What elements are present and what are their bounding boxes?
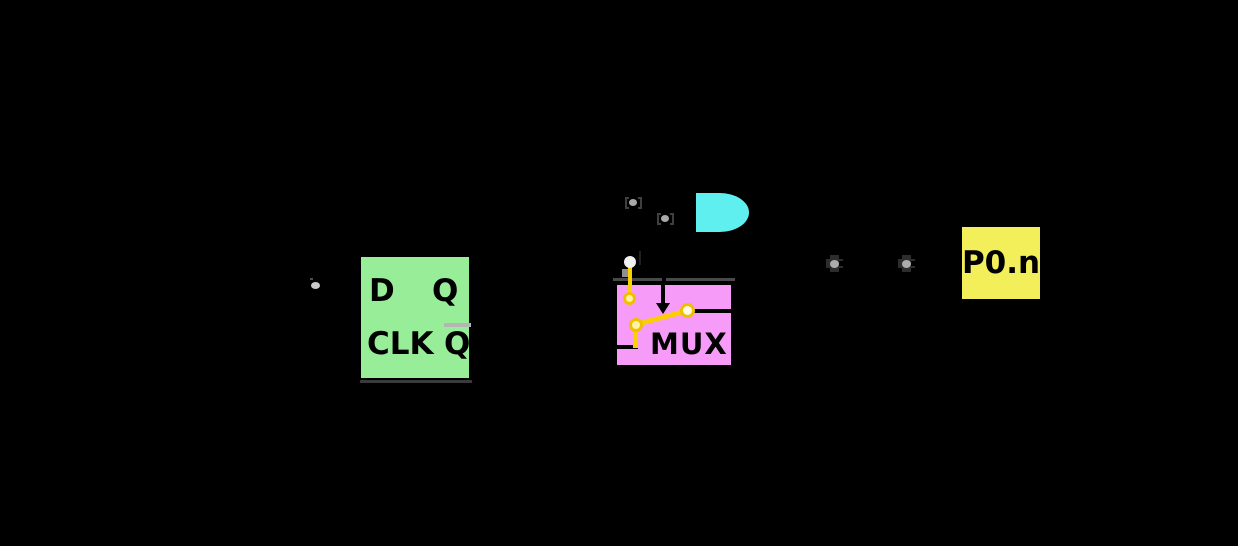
input-node-dot xyxy=(311,282,320,289)
arrow-down-head xyxy=(656,303,670,314)
placeholder-dot xyxy=(629,199,637,206)
bus-wire-right xyxy=(666,278,735,281)
bracket-left xyxy=(657,213,661,225)
bracket-left xyxy=(625,197,629,209)
bus-wire-left xyxy=(613,278,662,281)
arrow-down-icon xyxy=(661,285,665,304)
placeholder-dot xyxy=(661,215,669,222)
notch xyxy=(911,268,916,273)
notch-right xyxy=(911,261,917,266)
faint-bracket-mark xyxy=(639,251,641,265)
notch xyxy=(839,254,844,259)
port-pad-label: P0.n xyxy=(961,244,1041,281)
d-flipflop-box: D Q CLK Q xyxy=(360,257,472,383)
port-pad-box: P0.n xyxy=(962,227,1040,299)
switch-pivot xyxy=(629,318,643,332)
switch-contact-output xyxy=(680,303,695,318)
wire-speck xyxy=(310,278,313,280)
notch xyxy=(825,254,830,259)
placeholder-dot xyxy=(830,260,839,268)
switch-input-node xyxy=(624,256,636,268)
notch xyxy=(825,268,830,273)
switch-wire-upper xyxy=(628,263,632,296)
bracket-right xyxy=(638,197,642,209)
mux-lower-input-wire xyxy=(617,345,638,349)
flipflop-clk-label: CLK xyxy=(367,326,434,362)
bracket-right xyxy=(670,213,674,225)
notch xyxy=(897,254,902,259)
notch xyxy=(839,268,844,273)
flipflop-underline xyxy=(360,380,472,383)
and-gate-icon xyxy=(696,193,749,232)
notch xyxy=(911,254,916,259)
notch xyxy=(897,268,902,273)
qbar-overline xyxy=(444,323,471,327)
broken-image-icon xyxy=(625,197,642,209)
broken-image-icon xyxy=(824,253,845,274)
flipflop-qbar-label: Q xyxy=(444,326,471,362)
flipflop-q-label: Q xyxy=(432,273,459,309)
gray-square-mark xyxy=(622,269,629,277)
mux-label: MUX xyxy=(650,327,728,361)
placeholder-dot xyxy=(902,260,911,268)
broken-image-icon xyxy=(657,213,674,225)
notch-right xyxy=(839,261,845,266)
switch-contact-top xyxy=(623,292,636,305)
mux-output-wire xyxy=(692,309,731,313)
flipflop-d-label: D xyxy=(369,273,395,309)
switch-wire-lower xyxy=(633,328,638,348)
broken-image-icon xyxy=(896,253,917,274)
